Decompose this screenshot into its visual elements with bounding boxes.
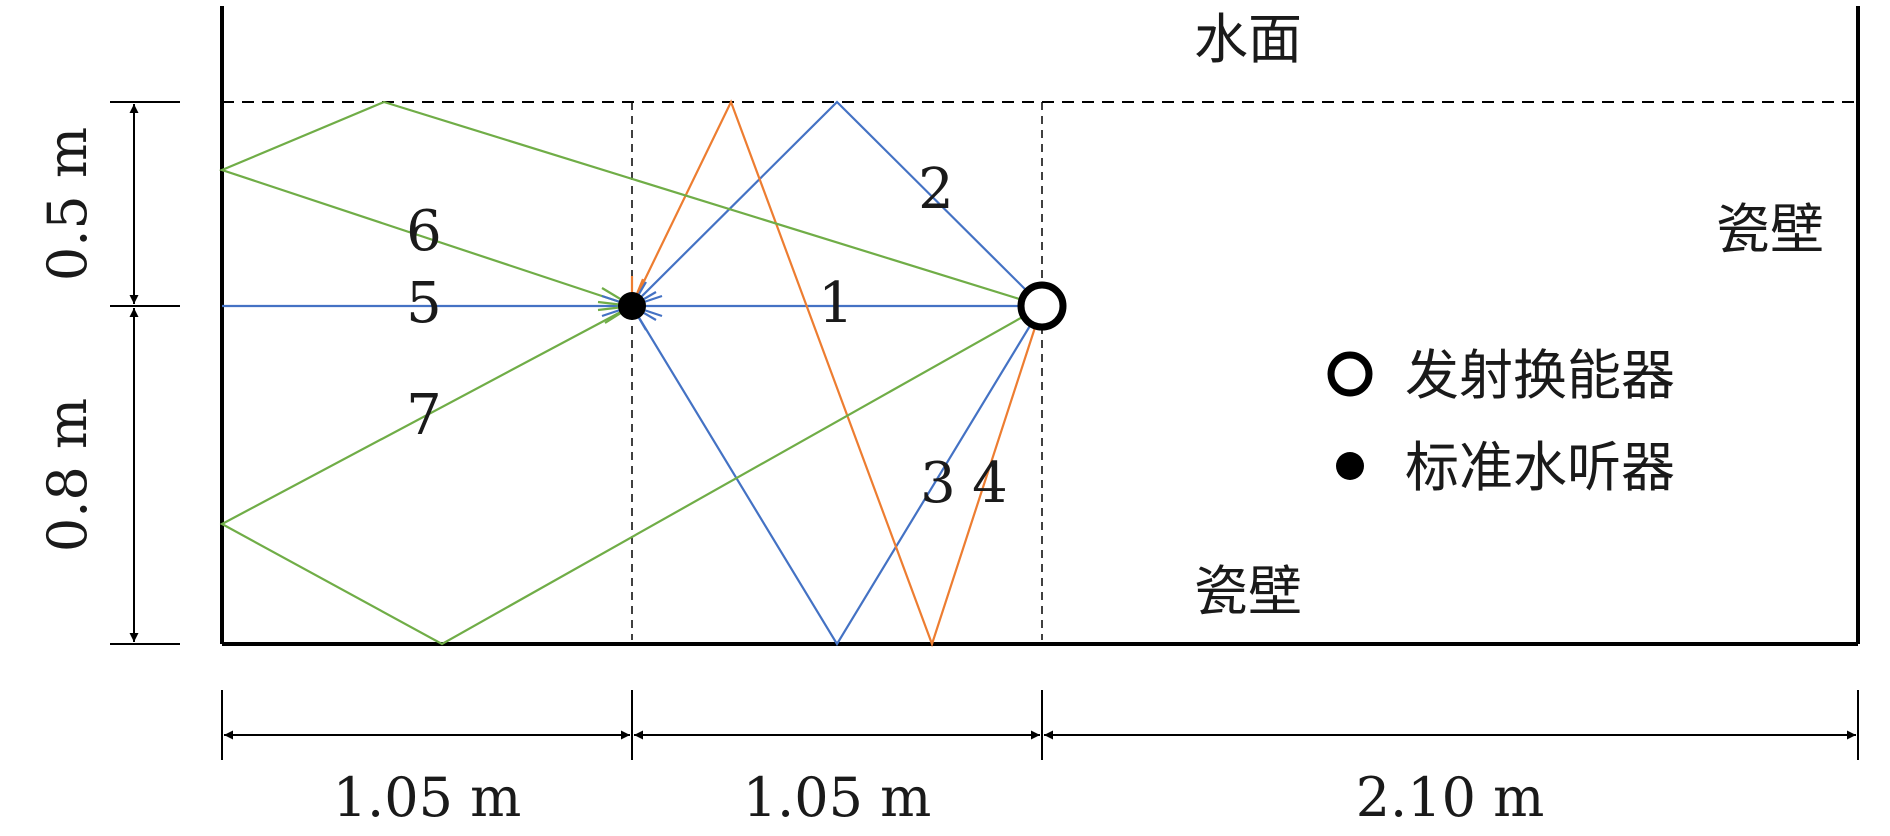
- dim-label-vertical-top: 0.5 m: [36, 127, 99, 281]
- ray-paths: [218, 99, 1044, 648]
- legend: 发射换能器 标准水听器: [1327, 344, 1675, 499]
- ray-path-4: [631, 99, 1044, 648]
- right-wall-label: 瓷壁: [1716, 198, 1824, 261]
- path-labels: 1 2 3 4 5 6 7: [406, 157, 1008, 516]
- ray-path-3: [631, 305, 1043, 647]
- path-label-7: 7: [406, 383, 442, 448]
- ray-path-7: [219, 305, 1043, 646]
- transducer-marker: [1017, 281, 1067, 331]
- ray-path-2: [631, 100, 1043, 307]
- path-label-2: 2: [918, 157, 954, 222]
- tank-outline: [220, 6, 1860, 646]
- dim-label-horizontal-right: 2.10 m: [1356, 766, 1545, 829]
- path-label-4: 4: [972, 451, 1008, 516]
- hydrophone-marker: [618, 292, 646, 320]
- legend-hydrophone-label: 标准水听器: [1405, 436, 1675, 499]
- vertical-dimensions: [110, 101, 180, 645]
- legend-transducer-icon: [1327, 351, 1373, 397]
- horizontal-dimensions: [221, 690, 1859, 760]
- ray-path-6: [218, 100, 1043, 308]
- path-label-5: 5: [406, 271, 442, 336]
- water-surface-label: 水面: [1194, 8, 1302, 71]
- bottom-wall-label: 瓷壁: [1194, 560, 1302, 623]
- legend-transducer-label: 发射换能器: [1405, 344, 1675, 407]
- dim-label-horizontal-middle: 1.05 m: [743, 766, 932, 829]
- path-label-6: 6: [406, 199, 442, 264]
- path-label-3: 3: [920, 451, 956, 516]
- path-label-1: 1: [818, 271, 854, 336]
- dim-label-horizontal-left: 1.05 m: [333, 766, 522, 829]
- dim-label-vertical-bottom: 0.8 m: [36, 398, 99, 552]
- legend-hydrophone-icon: [1336, 452, 1364, 480]
